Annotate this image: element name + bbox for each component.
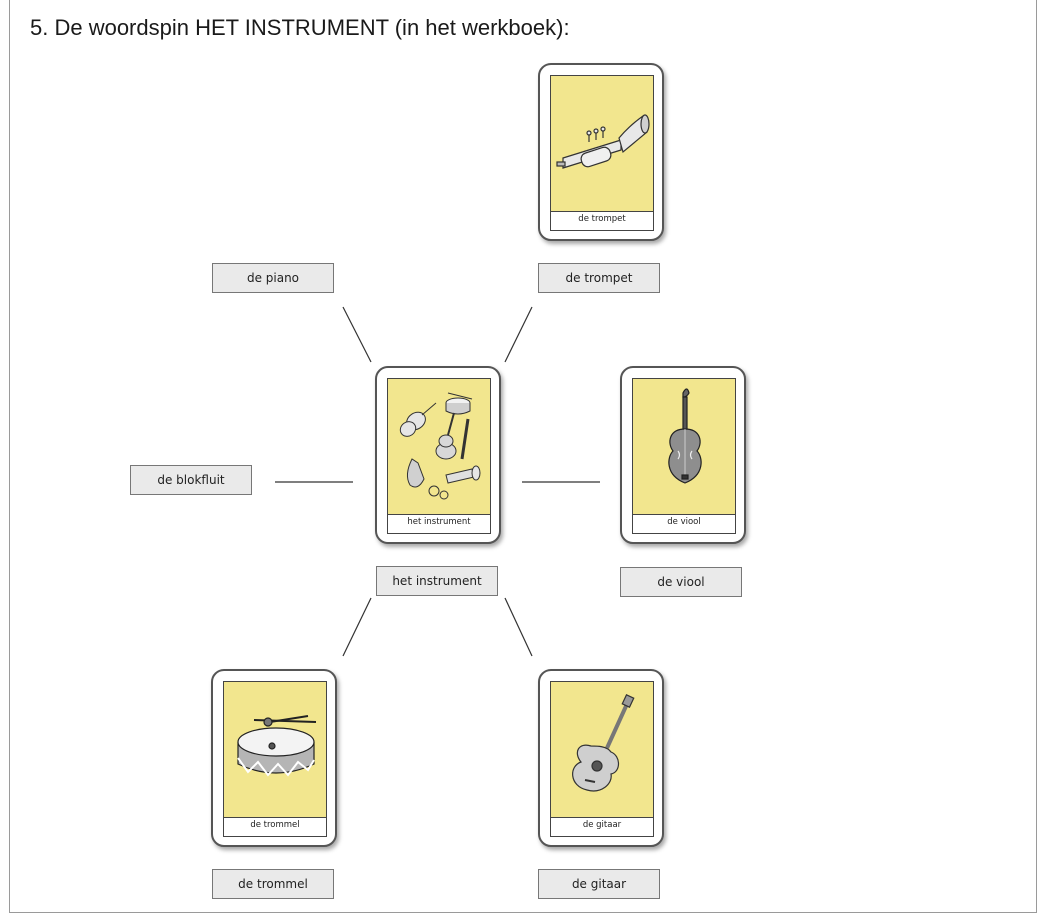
label-gitaar: de gitaar [538, 869, 660, 899]
line-trommel [342, 597, 372, 657]
line-trompet [504, 306, 533, 363]
label-viool: de viool [620, 567, 742, 597]
card-trommel: de trommel [211, 669, 337, 847]
card-caption: de trompet [550, 211, 654, 231]
label-trompet: de trompet [538, 263, 660, 293]
card-picture [387, 378, 491, 514]
card-trompet: de trompet [538, 63, 664, 241]
line-gitaar [504, 597, 533, 657]
label-trommel: de trommel [212, 869, 334, 899]
card-caption: de viool [632, 514, 736, 534]
guitar-icon [572, 693, 635, 792]
card-gitaar: de gitaar [538, 669, 664, 847]
card-picture [632, 378, 736, 514]
card-center: het instrument [375, 366, 501, 544]
page-title: 5. De woordspin HET INSTRUMENT (in het w… [30, 15, 570, 40]
card-caption: de gitaar [550, 817, 654, 837]
card-caption: de trommel [223, 817, 327, 837]
drum-icon [237, 715, 317, 777]
page-frame [9, 0, 1037, 913]
card-picture [550, 681, 654, 817]
violin-icon [668, 388, 702, 484]
card-caption: het instrument [387, 514, 491, 534]
label-instrument: het instrument [376, 566, 498, 596]
card-picture [223, 681, 327, 817]
card-viool: de viool [620, 366, 746, 544]
label-piano: de piano [212, 263, 334, 293]
card-picture [550, 75, 654, 211]
trumpet-icon [556, 114, 650, 169]
line-piano [342, 306, 372, 363]
label-blokfluit: de blokfluit [130, 465, 252, 495]
instruments-collage-icon [399, 392, 481, 500]
